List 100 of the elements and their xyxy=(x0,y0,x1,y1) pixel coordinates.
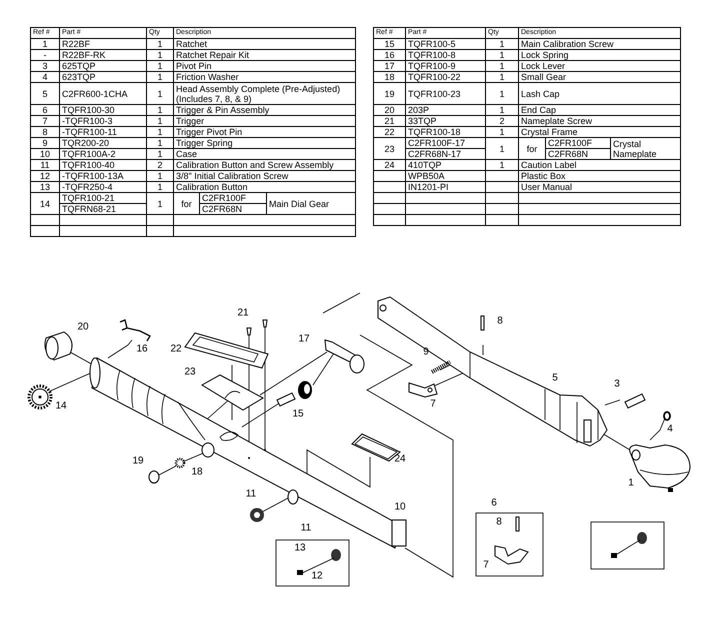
callout-number: 1 xyxy=(628,478,634,488)
table-cell: 1 xyxy=(486,138,518,160)
callout-number: 13 xyxy=(294,542,306,554)
table-cell: 7 xyxy=(30,116,60,126)
callout-number: 15 xyxy=(292,408,304,420)
table-cell: 1 xyxy=(486,60,518,72)
table-cell: WPB50A xyxy=(406,170,486,182)
table-cell: C2FR68N xyxy=(546,148,610,160)
callout-number: 8 xyxy=(497,316,503,326)
callout-number: 10 xyxy=(394,502,406,512)
table-cell: R22BF-RK xyxy=(60,50,146,60)
table-cell: C2FR600-1CHA xyxy=(60,82,146,104)
table-cell: 1 xyxy=(146,182,174,192)
table-cell: R22BF xyxy=(60,38,146,50)
table-cell: 3/8" Initial Calibration Screw xyxy=(174,170,356,182)
table-cell: 1 xyxy=(146,38,174,50)
table-cell: TQFR100A-2 xyxy=(60,148,146,160)
table-cell: 20 xyxy=(374,104,406,116)
table-cell: 18 xyxy=(374,72,406,82)
table-cell: 3 xyxy=(30,60,60,72)
table-cell: C2FR100F xyxy=(546,138,610,148)
callout-number: 5 xyxy=(552,372,558,384)
table-cell: Lock Lever xyxy=(518,60,681,72)
table-cell: TQFR100-9 xyxy=(406,60,486,72)
table-cell: Head Assembly Complete (Pre-Adjusted) (Includes 7, 8, & 9) xyxy=(174,82,356,104)
table-cell: 24 xyxy=(374,160,406,170)
table-cell: Plastic Box xyxy=(518,170,681,182)
callout-number: 14 xyxy=(55,400,67,412)
table-cell: 6 xyxy=(30,104,60,116)
table-cell: TQFR100-18 xyxy=(406,126,486,138)
table-cell: -TQFR100-11 xyxy=(60,126,146,138)
table-cell: 23 xyxy=(374,138,406,160)
table-cell: TQR200-20 xyxy=(60,138,146,148)
table-cell: Crystal Frame xyxy=(518,126,681,138)
table-cell: for xyxy=(174,192,200,214)
table-cell: 1 xyxy=(146,72,174,82)
table-cell: Caution Label xyxy=(518,160,681,170)
table-cell: 22 xyxy=(374,126,406,138)
table-cell: 13 xyxy=(30,182,60,192)
table-cell: Trigger Pivot Pin xyxy=(174,126,356,138)
table-cell: 625TQP xyxy=(60,60,146,72)
table-cell: C2FR100F-17 xyxy=(406,138,486,148)
table-cell: Trigger & Pin Assembly xyxy=(174,104,356,116)
table-cell: 9 xyxy=(30,138,60,148)
table-cell: 15 xyxy=(374,38,406,50)
table-cell: Lock Spring xyxy=(518,50,681,60)
table-cell: 1 xyxy=(486,38,518,50)
table-cell: 5 xyxy=(30,82,60,104)
table-cell: TQFR100-22 xyxy=(406,72,486,82)
table-cell: Friction Washer xyxy=(174,72,356,82)
table-cell: 8 xyxy=(30,126,60,138)
table-cell: User Manual xyxy=(518,182,681,192)
table-cell: 1 xyxy=(486,82,518,104)
callout-number: 3 xyxy=(614,378,620,390)
table-cell: 203P xyxy=(406,104,486,116)
table-cell: 1 xyxy=(146,50,174,60)
table-cell: Pivot Pin xyxy=(174,60,356,72)
table-cell: TQFR100-23 xyxy=(406,82,486,104)
callout-number: 6 xyxy=(491,498,497,508)
table-cell: Calibration Button and Screw Assembly xyxy=(174,160,356,170)
callout-number: 11 xyxy=(300,522,312,534)
callout-number: 16 xyxy=(136,344,148,354)
table-cell: Ratchet Repair Kit xyxy=(174,50,356,60)
table-cell: Trigger Spring xyxy=(174,138,356,148)
callout-number: 23 xyxy=(184,366,196,378)
table-cell: 10 xyxy=(30,148,60,160)
callout-number: 7 xyxy=(483,560,489,570)
table-cell: End Cap xyxy=(518,104,681,116)
table-cell: 4 xyxy=(30,72,60,82)
table-cell: 1 xyxy=(146,82,174,104)
table-cell: 1 xyxy=(486,104,518,116)
table-cell: 16 xyxy=(374,50,406,60)
table-cell: 2 xyxy=(486,116,518,126)
table-cell: TQFR100-30 xyxy=(60,104,146,116)
table-cell: 1 xyxy=(146,116,174,126)
callout-number: 4 xyxy=(667,424,673,434)
table-cell: 2 xyxy=(146,160,174,170)
table-cell: Calibration Button xyxy=(174,182,356,192)
table-cell: Crystal Nameplate xyxy=(610,138,681,160)
table-cell: 14 xyxy=(30,192,60,214)
table-cell: Main Calibration Screw xyxy=(518,38,681,50)
table-cell: Main Dial Gear xyxy=(266,192,356,214)
table-cell: 11 xyxy=(30,160,60,170)
table-cell: for xyxy=(518,138,546,160)
table-cell: 1 xyxy=(486,126,518,138)
table-cell: 1 xyxy=(146,192,174,214)
table-cell: 12 xyxy=(30,170,60,182)
table-cell: -TQFR100-13A xyxy=(60,170,146,182)
table-cell: 1 xyxy=(486,72,518,82)
table-cell: 17 xyxy=(374,60,406,72)
table-cell: C2FR100F xyxy=(200,192,266,204)
callout-number: 18 xyxy=(191,466,203,478)
callout-number: 19 xyxy=(132,456,144,466)
callout-number: 8 xyxy=(496,516,502,528)
table-cell: Case xyxy=(174,148,356,160)
callout-number: 11 xyxy=(246,488,256,500)
table-cell: TQFR100-21 xyxy=(60,192,146,204)
table-cell: TQFR100-40 xyxy=(60,160,146,170)
table-cell: TQFR100-8 xyxy=(406,50,486,60)
table-cell: Trigger xyxy=(174,116,356,126)
